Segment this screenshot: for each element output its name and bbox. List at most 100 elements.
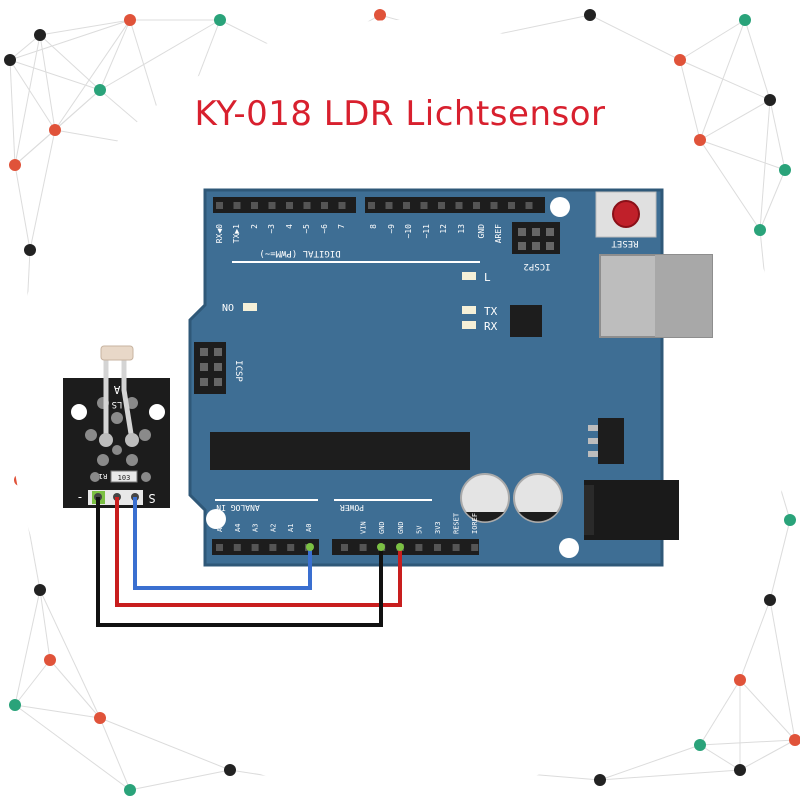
ldr-photoresistor	[100, 345, 134, 361]
network-node	[214, 14, 226, 26]
analog-pin-label: A1	[287, 524, 295, 532]
power-header-pin	[452, 544, 460, 551]
power-header-pin	[359, 544, 367, 551]
network-line	[99, 19, 131, 91]
network-node	[739, 14, 751, 26]
wire-gnd	[96, 497, 383, 627]
analog-header-pin	[287, 544, 295, 551]
network-line	[9, 59, 101, 91]
power-pin-label: GND	[378, 521, 386, 534]
network-node	[44, 654, 56, 666]
analog-label: ANALOG IN	[216, 503, 260, 512]
icsp2-pin	[518, 242, 526, 250]
header-pin	[525, 202, 533, 209]
icsp-pin	[214, 378, 222, 386]
header-pin	[508, 202, 515, 209]
network-node	[94, 84, 106, 96]
network-line	[699, 744, 741, 771]
header-pin	[303, 202, 311, 209]
network-node	[124, 14, 136, 26]
network-node	[754, 224, 766, 236]
header-pin	[420, 202, 428, 209]
network-line	[599, 769, 741, 781]
digital-pin-label: RX◀0	[215, 224, 224, 243]
header-pin	[251, 202, 258, 209]
network-line	[39, 19, 131, 36]
power-pin-label: IOREF	[471, 513, 479, 534]
network-line	[699, 139, 786, 171]
network-line	[679, 59, 701, 141]
analog-pin-label: A2	[269, 524, 277, 532]
module-ls-label: LS	[112, 399, 123, 409]
led-on-label: ON	[222, 301, 234, 312]
digital-pin-label: ~10	[404, 224, 413, 239]
led-tx-label: TX	[484, 305, 498, 318]
power-pin-label: 3V3	[434, 521, 442, 534]
network-line	[129, 769, 231, 791]
network-line	[744, 19, 771, 101]
diagram-title: KY-018 LDR Lichtsensor	[194, 94, 606, 134]
wire-end-pin-a0	[306, 543, 314, 551]
analog-header-pin	[233, 544, 241, 551]
network-line	[9, 19, 131, 61]
network-line	[39, 589, 101, 719]
network-line	[599, 744, 701, 781]
network-line	[699, 19, 746, 141]
reset-label: RESET	[611, 238, 639, 248]
network-node	[784, 514, 796, 526]
wire-end-pin-5v	[396, 543, 404, 551]
network-line	[9, 59, 56, 131]
icsp-pin	[200, 348, 208, 356]
network-node	[9, 159, 21, 171]
power-label: POWER	[340, 503, 364, 512]
reset-button[interactable]	[612, 200, 640, 228]
network-node	[594, 774, 606, 786]
icsp-pin	[200, 363, 208, 371]
power-header-pin	[341, 544, 348, 551]
network-line	[699, 739, 796, 746]
network-node	[734, 674, 746, 686]
network-line	[699, 139, 761, 231]
power-pin-label: RESET	[453, 512, 461, 534]
network-line	[14, 129, 56, 166]
icsp2-label: ICSP2	[523, 261, 550, 271]
dc-power-jack-front	[584, 485, 594, 535]
header-pin	[286, 202, 293, 209]
led-l	[462, 272, 476, 280]
analog-pin-label: A3	[252, 524, 260, 532]
header-pin	[233, 202, 241, 209]
reset-button-base[interactable]	[595, 191, 657, 238]
network-node	[674, 54, 686, 66]
dc-power-jack	[584, 480, 679, 540]
module-pad	[85, 429, 97, 441]
analog-pin-label: A5	[216, 524, 224, 532]
resistor-103	[110, 470, 138, 483]
icsp2-pin	[546, 242, 554, 250]
analog-pin-label: A0	[305, 524, 313, 532]
digital-pin-label: ~11	[422, 224, 431, 239]
network-line	[769, 599, 796, 741]
network-node	[34, 29, 46, 41]
ldr-leg-pad	[125, 433, 139, 447]
network-node	[694, 134, 706, 146]
network-line	[54, 19, 131, 131]
network-node	[124, 784, 136, 796]
network-node	[374, 9, 386, 21]
icsp-pin	[214, 348, 222, 356]
digital-pin-label: 12	[439, 224, 448, 234]
regulator-leg	[588, 451, 598, 457]
network-line	[99, 717, 131, 791]
power-pin-label: GND	[397, 521, 405, 534]
header-pin	[216, 202, 223, 209]
led-on	[243, 303, 257, 311]
network-line	[14, 589, 41, 706]
digital-pin-label: ~9	[387, 224, 396, 234]
network-line	[54, 89, 101, 131]
network-line	[679, 19, 746, 61]
network-line	[99, 717, 231, 771]
network-line	[99, 19, 221, 91]
digital-pin-label: 8	[369, 224, 378, 229]
usb-connector-shade	[655, 255, 712, 337]
led-tx	[462, 306, 476, 314]
icsp-pin	[214, 363, 222, 371]
